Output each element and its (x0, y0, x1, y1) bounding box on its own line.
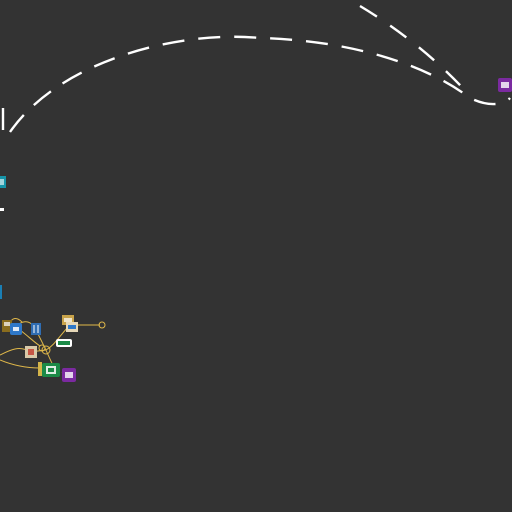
vehicle-icon[interactable] (66, 322, 78, 332)
dashed-route-branch (359, 4, 471, 97)
storage-icon[interactable] (498, 78, 512, 92)
dashed-route (1, 35, 511, 133)
vehicle-icon[interactable] (62, 315, 74, 325)
pin-icon[interactable] (0, 208, 4, 211)
hub-icon[interactable] (38, 362, 42, 376)
tower-icon[interactable] (31, 323, 41, 335)
building-icon[interactable] (2, 320, 12, 332)
node-endpoint[interactable] (38, 344, 46, 352)
device-icon[interactable] (25, 346, 37, 358)
storage-icon[interactable] (62, 368, 76, 382)
capsule-icon[interactable] (56, 339, 72, 347)
grid-icon[interactable] (0, 176, 6, 188)
node-endpoint[interactable] (41, 345, 51, 355)
table-icon[interactable] (42, 363, 60, 377)
station-icon[interactable] (10, 323, 22, 335)
sensor-icon[interactable] (0, 285, 2, 299)
node-endpoint[interactable] (98, 321, 106, 329)
